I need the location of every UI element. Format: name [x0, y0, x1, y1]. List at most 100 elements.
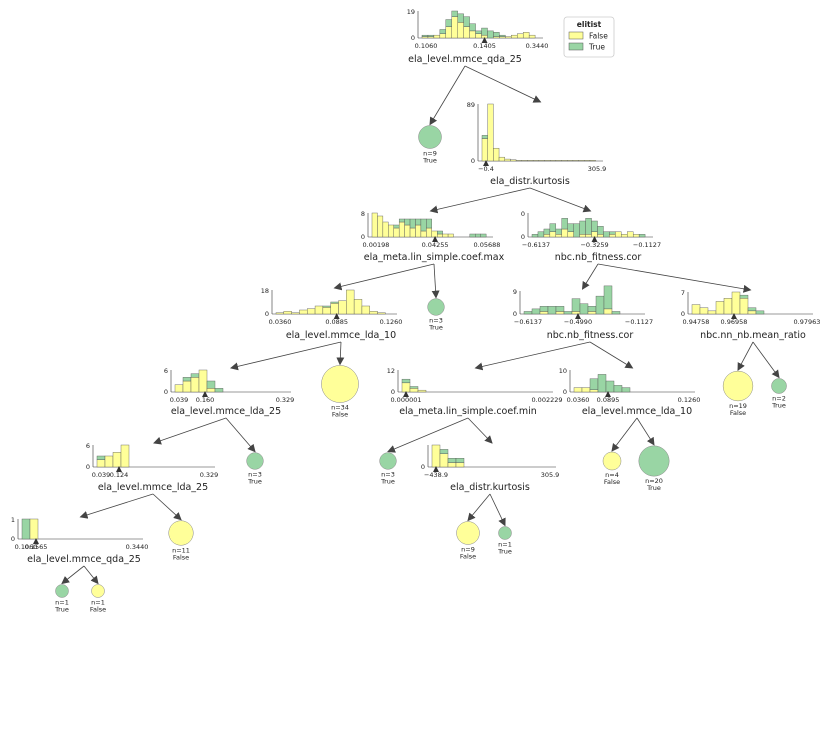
bar-false-4 — [555, 311, 565, 315]
legend-label-true: True — [588, 43, 605, 52]
bar-false-9 — [585, 234, 592, 238]
bar-false-3 — [439, 33, 447, 39]
bar-false-7 — [521, 160, 528, 162]
leaf-circle — [498, 526, 512, 540]
x-tick-2: −0.1127 — [633, 241, 661, 249]
y-tick-zero: 0 — [391, 388, 395, 396]
bar-true-7 — [573, 223, 580, 238]
leaf-circle — [456, 521, 480, 545]
bar-false-6 — [322, 307, 331, 315]
bar-false-15 — [511, 34, 518, 39]
bar-true-6 — [621, 387, 631, 393]
bar-false-3 — [455, 462, 465, 468]
edge-n22-n27 — [83, 565, 99, 585]
bar-false-0 — [573, 387, 583, 393]
edge-n1-n2 — [429, 65, 466, 126]
bar-false-4 — [393, 227, 400, 238]
feature-label: ela_level.mmce_lda_25 — [171, 406, 281, 417]
edge-n13-n20 — [611, 417, 638, 452]
bar-false-8 — [579, 234, 586, 238]
bar-false-0 — [371, 212, 378, 238]
x-tick-1: 0.002229 — [531, 396, 562, 404]
bar-false-7 — [463, 26, 470, 39]
y-tick-zero: 0 — [421, 463, 425, 471]
x-tick-1: −0.3259 — [580, 241, 608, 249]
edge-n3-n5 — [529, 187, 592, 213]
edge-n4-n6 — [333, 263, 435, 291]
bar-false-5 — [561, 228, 568, 238]
bar-false-2 — [543, 234, 551, 238]
y-tick-zero: 0 — [513, 310, 517, 318]
bar-false-13 — [555, 160, 562, 162]
leaf-count: n=20 — [645, 477, 663, 485]
bar-true-0 — [523, 311, 533, 315]
split-marker — [591, 236, 598, 242]
bar-false-13 — [442, 233, 449, 238]
split-marker — [403, 391, 409, 397]
y-tick-max: 1 — [11, 516, 15, 524]
bar-false-10 — [538, 160, 545, 162]
y-tick-max: 9 — [513, 288, 517, 296]
bar-false-1 — [581, 387, 591, 393]
feature-label: ela_level.mmce_lda_10 — [286, 330, 396, 341]
x-tick-0: −0.6137 — [522, 241, 550, 249]
bar-true-7 — [579, 303, 589, 315]
y-tick-zero: 0 — [521, 233, 525, 241]
leaf-circle — [418, 125, 442, 149]
y-tick-zero: 0 — [11, 535, 15, 543]
bar-false-11 — [544, 160, 551, 162]
bar-false-1 — [409, 388, 419, 393]
x-tick-0: 0.1060 — [15, 543, 38, 551]
x-tick-1: 0.0895 — [597, 396, 620, 404]
edge-n12-n18 — [387, 417, 469, 453]
x-tick-2: 0.329 — [276, 396, 295, 404]
x-tick-2: −0.1127 — [625, 318, 653, 326]
x-tick-0: 0.00198 — [363, 241, 390, 249]
bar-true-0 — [531, 234, 539, 238]
bar-false-1 — [699, 307, 709, 315]
split-marker — [33, 538, 39, 544]
bar-false-11 — [431, 230, 438, 238]
edge-n5-n8 — [581, 263, 599, 290]
y-tick-zero: 0 — [86, 463, 90, 471]
bar-true-5 — [563, 311, 573, 315]
bar-false-0 — [174, 384, 184, 393]
bar-false-7 — [747, 310, 757, 315]
bar-true-5 — [613, 385, 623, 393]
bar-true-3 — [547, 306, 557, 315]
bar-false-8 — [469, 30, 476, 39]
bar-false-2 — [291, 312, 300, 315]
x-tick-2: 0.3440 — [126, 543, 149, 551]
bar-true-10 — [426, 218, 432, 229]
bar-false-16 — [572, 160, 579, 162]
bar-true-0 — [481, 135, 488, 139]
edge-n10-n17 — [225, 417, 256, 453]
leaf-count: n=1 — [91, 599, 105, 607]
bar-false-6 — [404, 224, 411, 238]
bar-true-18 — [469, 233, 476, 238]
x-tick-1: 0.04255 — [422, 241, 449, 249]
bar-false-5 — [510, 159, 517, 162]
bar-false-17 — [632, 234, 640, 238]
bar-true-3 — [439, 29, 447, 34]
bar-false-18 — [528, 34, 536, 39]
bar-false-4 — [206, 388, 216, 393]
bar-false-0 — [691, 304, 701, 315]
bar-true-8 — [579, 220, 586, 235]
x-tick-0: 0.0360 — [567, 396, 590, 404]
bar-true-8 — [587, 306, 597, 312]
bar-false-16 — [627, 231, 634, 238]
split-marker — [333, 313, 340, 319]
bar-true-12 — [437, 230, 443, 235]
y-tick-zero: 0 — [681, 310, 685, 318]
y-tick-max: 6 — [164, 367, 168, 375]
x-tick-0: 0.000001 — [390, 396, 421, 404]
leaf-class: True — [54, 606, 69, 614]
bar-false-5 — [398, 221, 405, 238]
bar-true-13 — [499, 34, 506, 37]
bar-false-6 — [515, 160, 522, 162]
